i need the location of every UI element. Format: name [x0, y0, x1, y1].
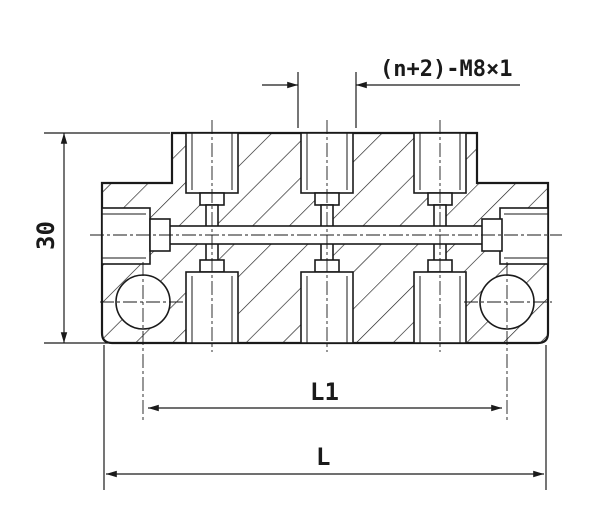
l-dimension-label: L [316, 443, 330, 471]
l-dimension [103, 345, 547, 490]
manifold-body-section [100, 131, 550, 345]
thread-callout-dimension [262, 72, 520, 128]
l1-dimension-label: L1 [310, 378, 339, 406]
thread-callout-label: (n+2)-M8×1 [380, 57, 512, 82]
height-dimension-label: 30 [32, 221, 60, 250]
center-lines [90, 120, 562, 420]
height-dimension [44, 132, 170, 344]
